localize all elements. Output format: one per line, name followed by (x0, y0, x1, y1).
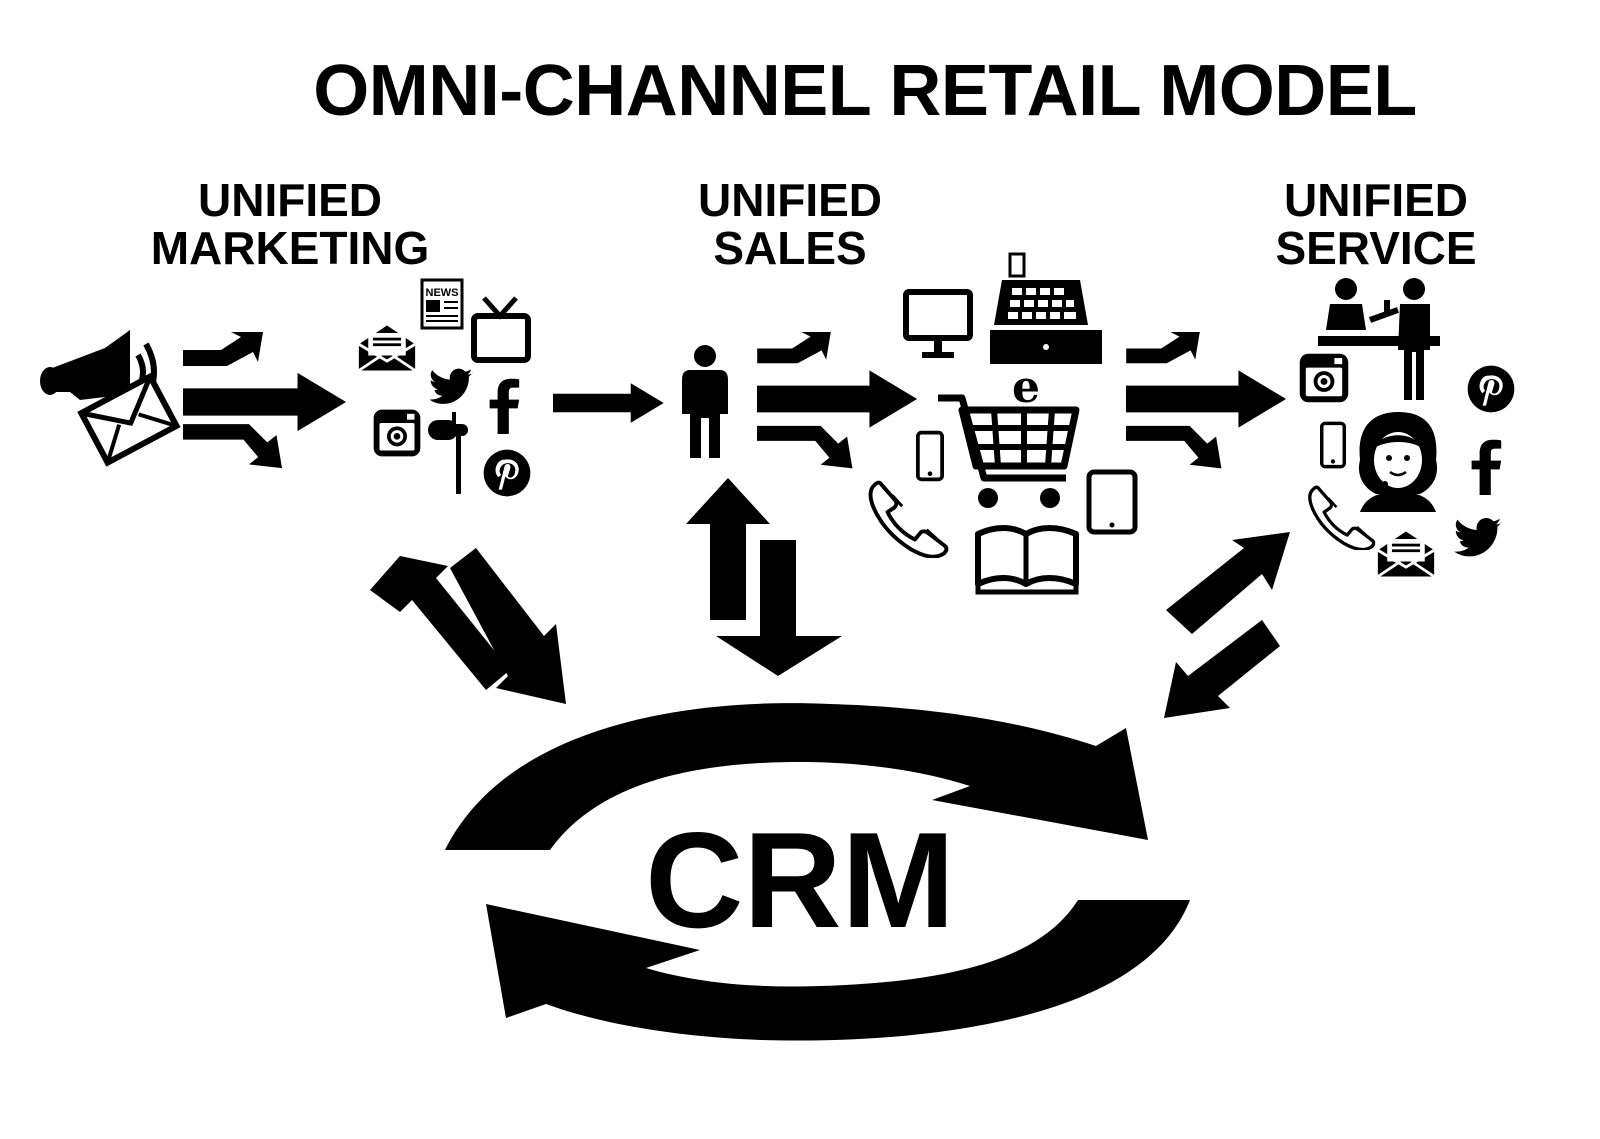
service-arrow-down (1126, 425, 1222, 469)
instagram-icon (1299, 353, 1349, 403)
crm-cycle-arrow-top (445, 703, 1148, 850)
crm-service-arrows (1164, 532, 1290, 718)
instagram-icon (373, 409, 421, 457)
cash-register-icon (990, 252, 1102, 364)
marketing-arrow-right (183, 372, 347, 432)
crm-sales-arrows (686, 478, 842, 676)
newspaper-icon: NEWS (420, 278, 464, 330)
section-marketing-line1: UNIFIED (198, 174, 382, 226)
diagram-title: OMNI-CHANNEL RETAIL MODEL (313, 51, 1417, 131)
section-sales-line2: SALES (713, 222, 867, 274)
smartphone-icon (1320, 421, 1346, 469)
marketing-arrow-down (183, 424, 282, 469)
person-icon (682, 345, 728, 458)
sales-arrow-right (757, 370, 918, 428)
twitter-icon (430, 368, 473, 404)
section-service-line2: SERVICE (1275, 222, 1477, 274)
catalog-book-icon (975, 525, 1079, 595)
phone-icon (1308, 485, 1376, 550)
envelope-icon (77, 372, 181, 467)
crm-hub-label: CRM (645, 804, 955, 956)
section-marketing-line2: MARKETING (150, 222, 430, 274)
crm-cycle-arrow-bottom (486, 900, 1190, 1041)
section-service-line1: UNIFIED (1284, 174, 1468, 226)
section-service-label: UNIFIED SERVICE (1196, 176, 1556, 272)
svg-text:NEWS: NEWS (426, 287, 459, 299)
facebook-icon (1471, 439, 1502, 495)
support-agent-icon (1358, 412, 1438, 512)
phone-icon (868, 480, 949, 558)
sales-arrow-down (757, 425, 853, 469)
sales-arrow-up (757, 332, 831, 364)
tablet-icon (1086, 469, 1138, 535)
service-arrow-up (1126, 332, 1200, 364)
crm-marketing-arrows (370, 548, 566, 704)
shopping-cart-icon: e (938, 362, 1080, 508)
marketing-to-sales-arrow (553, 383, 664, 423)
service-desk-icon (1318, 278, 1440, 400)
section-sales-label: UNIFIED SALES (610, 176, 970, 272)
facebook-icon (489, 378, 520, 434)
marketing-arrow-up (183, 332, 263, 366)
pinterest-icon (483, 449, 531, 497)
section-marketing-label: UNIFIED MARKETING (110, 176, 470, 272)
tv-icon (471, 296, 531, 363)
service-arrow-right (1126, 370, 1287, 428)
mail-icon (357, 324, 417, 372)
section-sales-line1: UNIFIED (698, 174, 882, 226)
twitter-icon (1454, 518, 1502, 557)
monitor-icon (903, 289, 973, 358)
mail-icon (1376, 530, 1436, 578)
pinterest-icon (1467, 365, 1515, 413)
smartphone-icon (916, 430, 944, 482)
svg-text:e: e (1012, 362, 1040, 413)
mailbox-icon (428, 412, 468, 494)
